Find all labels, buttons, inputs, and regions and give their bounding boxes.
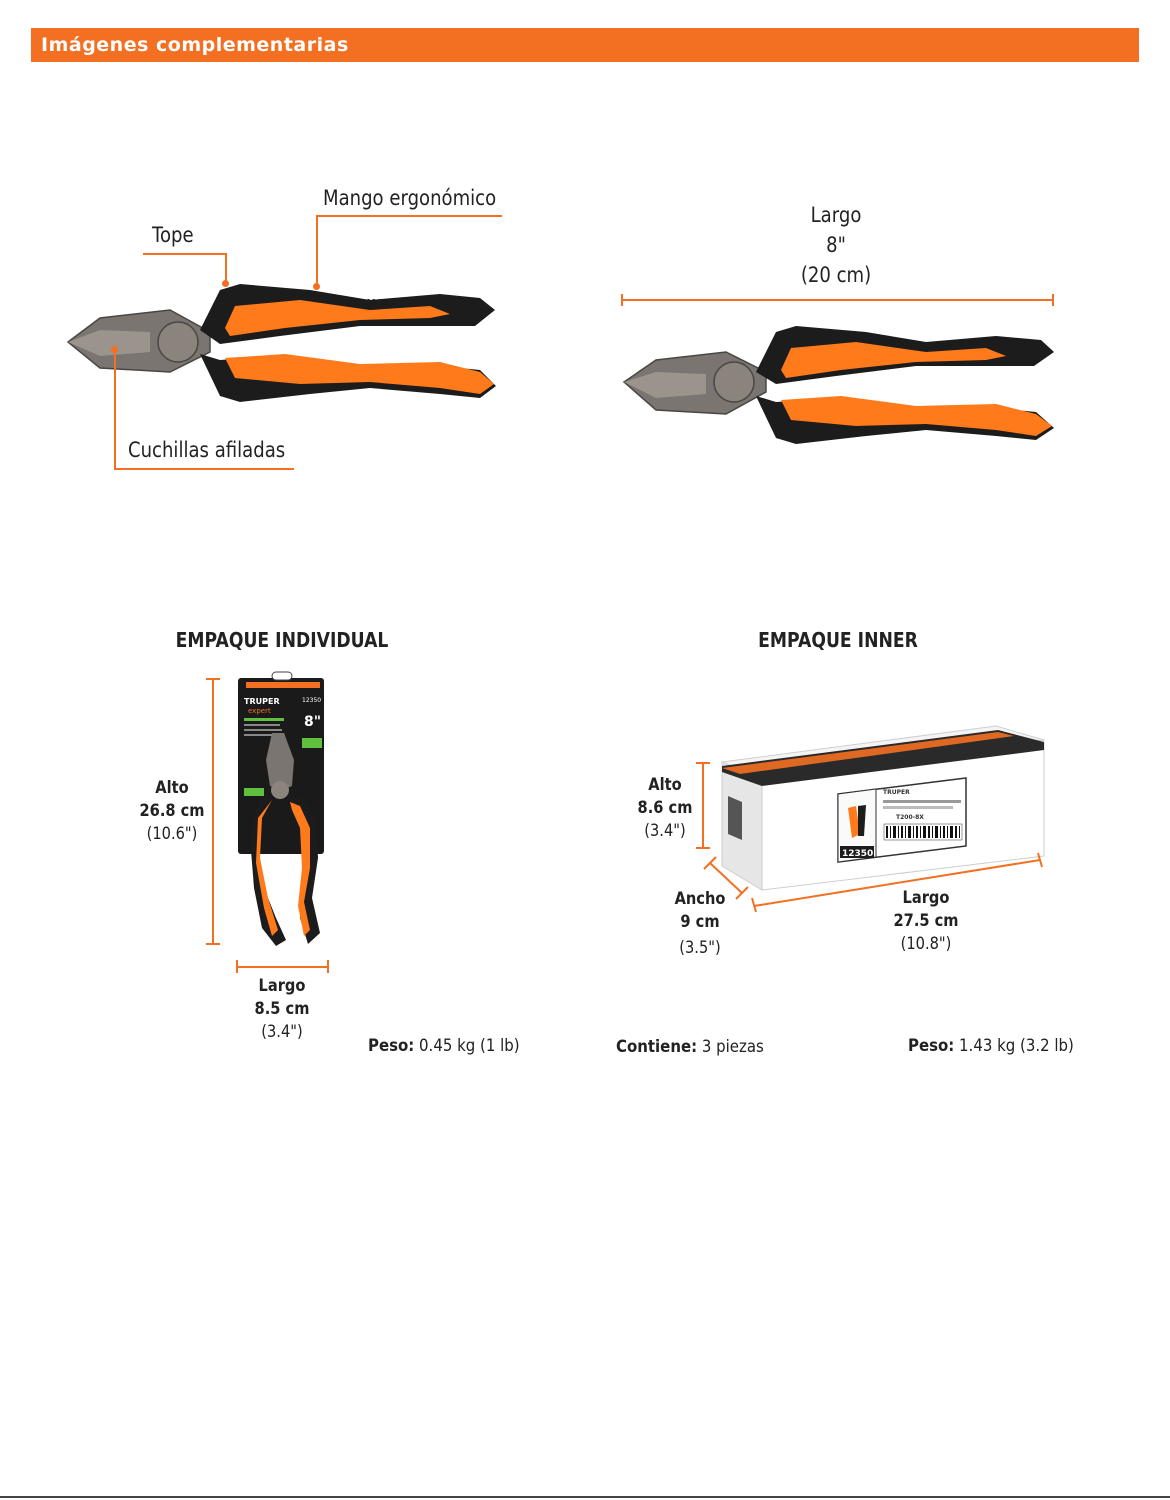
- dimension-label-text: Largo: [810, 203, 862, 227]
- section-title: Imágenes complementarias: [41, 34, 349, 56]
- inner-height: Alto 8.6 cm (3.4"): [622, 774, 708, 843]
- weight-value: 0.45 kg (1 lb): [419, 1036, 520, 1056]
- inner-height-value: 8.6 cm: [637, 798, 693, 818]
- inner-length: Largo 27.5 cm (10.8"): [883, 887, 969, 956]
- handle-marking: 1000 V: [360, 298, 392, 307]
- blister-pack-image: TRUPER expert 12350 8": [238, 671, 324, 946]
- inner-width: Ancho 9 cm (3.5"): [657, 888, 743, 960]
- dimension-tick: [621, 294, 623, 306]
- box-model: T200-8X: [896, 814, 924, 821]
- dimension-line: [621, 299, 1054, 301]
- callout-line: [316, 215, 502, 217]
- box-code: 12350: [842, 849, 873, 859]
- inner-width-line: [703, 856, 749, 900]
- card-brand: TRUPER: [244, 697, 280, 706]
- length-label: Largo: [258, 976, 306, 996]
- callout-handle: Mango ergonómico: [323, 186, 497, 210]
- dimension-metric: (20 cm): [800, 263, 872, 287]
- length-tick: [327, 960, 329, 973]
- inner-weight: Peso: 1.43 kg (3.2 lb): [908, 1036, 1074, 1056]
- inner-width-imperial: (3.5"): [679, 938, 721, 958]
- length-line: [236, 966, 329, 968]
- inner-length-label: Largo: [902, 888, 950, 908]
- height-label: Alto: [155, 778, 189, 798]
- handle-marking: 1000 V: [918, 341, 950, 350]
- contents-label: Contiene:: [616, 1037, 698, 1057]
- card-brand-sub: expert: [248, 707, 271, 715]
- pliers-image: 1000 V: [66, 284, 496, 402]
- callout-line: [114, 468, 294, 470]
- inner-length-value: 27.5 cm: [893, 911, 959, 931]
- individual-package-title: EMPAQUE INDIVIDUAL: [175, 628, 389, 652]
- inner-length-imperial: (10.8"): [900, 934, 952, 954]
- height-value: 26.8 cm: [139, 801, 205, 821]
- individual-length: Largo 8.5 cm (3.4"): [239, 975, 325, 1044]
- inner-package-title: EMPAQUE INNER: [758, 628, 918, 652]
- contents-value: 3 piezas: [701, 1037, 764, 1057]
- callout-line: [316, 215, 318, 287]
- weight-label: Peso:: [368, 1036, 415, 1056]
- length-value: 8.5 cm: [254, 999, 310, 1019]
- individual-height: Alto 26.8 cm (10.6"): [129, 777, 215, 846]
- inner-height-label: Alto: [648, 775, 682, 795]
- callout-blades: Cuchillas afiladas: [128, 438, 286, 462]
- inner-weight-label: Peso:: [908, 1036, 955, 1056]
- height-line: [212, 678, 214, 944]
- callout-line: [114, 349, 116, 470]
- height-imperial: (10.6"): [146, 824, 198, 844]
- inner-length-line: [751, 852, 1043, 913]
- length-imperial: (3.4"): [261, 1022, 303, 1042]
- pliers-dimension-image: 1000 V: [622, 326, 1054, 444]
- inner-width-value: 9 cm: [680, 912, 720, 932]
- inner-contents: Contiene: 3 piezas: [616, 1037, 764, 1057]
- height-tick: [206, 678, 220, 680]
- barcode: [883, 823, 963, 841]
- callout-stop: Tope: [152, 223, 194, 247]
- height-tick: [206, 943, 220, 945]
- callout-line: [143, 253, 226, 255]
- callout-dot: [313, 283, 320, 290]
- inner-height-tick: [696, 762, 710, 764]
- section-header: Imágenes complementarias: [31, 28, 1139, 62]
- dimension-label: Largo 8" (20 cm): [750, 200, 922, 290]
- individual-weight: Peso: 0.45 kg (1 lb): [368, 1036, 520, 1056]
- dimension-tick: [1052, 294, 1054, 306]
- inner-width-label: Ancho: [674, 889, 726, 909]
- length-tick: [236, 960, 238, 973]
- page-bottom-rule: [0, 1496, 1170, 1498]
- card-size: 8": [304, 714, 321, 730]
- inner-weight-value: 1.43 kg (3.2 lb): [959, 1036, 1074, 1056]
- callout-dot: [111, 346, 118, 353]
- inner-box-image: 12350 TRUPER T200-8X: [720, 725, 1045, 891]
- callout-line: [225, 253, 227, 283]
- inner-height-tick: [696, 847, 710, 849]
- card-code: 12350: [302, 697, 321, 704]
- inner-height-imperial: (3.4"): [644, 821, 686, 841]
- box-brand: TRUPER: [883, 789, 910, 796]
- callout-dot: [222, 280, 229, 287]
- inner-height-line: [702, 762, 704, 848]
- dimension-value: 8": [826, 233, 846, 257]
